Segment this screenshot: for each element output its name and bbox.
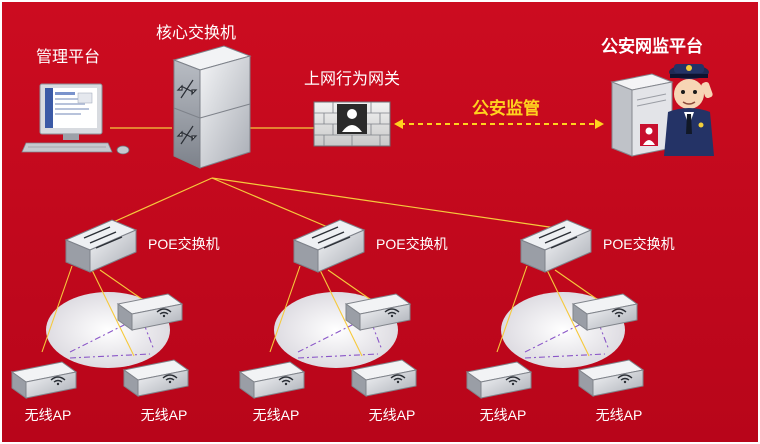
wireless-link-b <box>69 353 151 359</box>
management-platform-label: 管理平台 <box>36 48 100 66</box>
wifi-icon <box>390 374 406 384</box>
management-computer <box>21 83 130 155</box>
router-icon <box>176 79 198 145</box>
wireless-link-a <box>297 319 363 353</box>
wifi-icon <box>278 376 294 386</box>
core-switch <box>172 45 252 169</box>
link-poe-to-ap-right <box>91 269 135 357</box>
ap-top <box>116 293 184 331</box>
arrow-right-icon <box>595 119 604 129</box>
poe-switch-label: POE交换机 <box>603 236 675 252</box>
poe-links <box>496 265 602 357</box>
mouse-icon <box>116 145 130 155</box>
wireless-link-b <box>297 353 379 359</box>
supervision-link <box>394 119 604 129</box>
wireless-ap-label-left: 无线AP <box>480 407 527 423</box>
wifi-icon <box>384 308 400 318</box>
wifi-icon <box>50 376 66 386</box>
wireless-ap-label-left: 无线AP <box>253 407 300 423</box>
ap-top <box>344 293 412 331</box>
wifi-icon <box>156 308 172 318</box>
arrow-left-icon <box>394 119 403 129</box>
wireless-ap-label-right: 无线AP <box>596 407 643 423</box>
wireless-link-a <box>69 319 135 353</box>
poe-links <box>269 265 375 357</box>
link-poe-to-ap-left <box>496 265 528 353</box>
poe-switch-label: POE交换机 <box>376 236 448 252</box>
link-poe-to-ap-left <box>269 265 301 353</box>
poe-switch-label: POE交换机 <box>148 236 220 252</box>
link-poe-to-ap-left <box>41 265 73 353</box>
wireless-link-c <box>371 323 383 351</box>
wireless-link-b <box>524 353 606 359</box>
monitor-icon <box>39 83 103 140</box>
wifi-icon <box>611 308 627 318</box>
police-supervision-label: 公安监管 <box>472 98 540 119</box>
link-poe-to-ap-top <box>99 269 147 303</box>
ap-right <box>122 359 190 397</box>
ap-left <box>10 361 78 399</box>
wireless-ap-label-right: 无线AP <box>141 407 188 423</box>
poe-switch <box>292 219 366 273</box>
firewall-icon <box>313 101 391 147</box>
wireless-link-c <box>143 323 155 351</box>
link-core-to-poe-3 <box>211 177 557 229</box>
switch-arrows-icon <box>83 226 123 249</box>
wireless-link-a <box>524 319 590 353</box>
link-poe-to-ap-right <box>546 269 590 357</box>
poe-switch <box>519 219 593 273</box>
switch-arrows-icon <box>311 226 351 249</box>
poe-switch <box>64 219 138 273</box>
wireless-links <box>297 319 383 359</box>
wireless-links <box>524 319 610 359</box>
server-icon <box>610 73 674 157</box>
police-platform-label: 公安网监平台 <box>601 36 703 57</box>
link-poe-to-ap-top <box>554 269 602 303</box>
wireless-links <box>69 319 155 359</box>
wifi-icon <box>505 376 521 386</box>
ap-left <box>238 361 306 399</box>
ap-right <box>350 359 418 397</box>
poe-links <box>41 265 147 357</box>
switch-arrows-icon <box>538 226 578 249</box>
link-poe-to-ap-right <box>319 269 363 357</box>
wireless-ap-label-left: 无线AP <box>25 407 72 423</box>
ap-left <box>465 361 533 399</box>
wireless-link-c <box>598 323 610 351</box>
link-poe-to-ap-top <box>327 269 375 303</box>
link-core-to-poe-2 <box>211 177 331 229</box>
core-switch-label: 核心交换机 <box>156 24 236 42</box>
ap-top <box>571 293 639 331</box>
wifi-icon <box>162 374 178 384</box>
wifi-icon <box>617 374 633 384</box>
ap-right <box>577 359 645 397</box>
keyboard-icon <box>21 142 113 153</box>
top-links <box>99 127 557 229</box>
behavior-gateway-label: 上网行为网关 <box>304 70 400 88</box>
wireless-ap-label-right: 无线AP <box>369 407 416 423</box>
police-icon <box>664 64 714 156</box>
link-core-to-poe-1 <box>99 177 213 229</box>
